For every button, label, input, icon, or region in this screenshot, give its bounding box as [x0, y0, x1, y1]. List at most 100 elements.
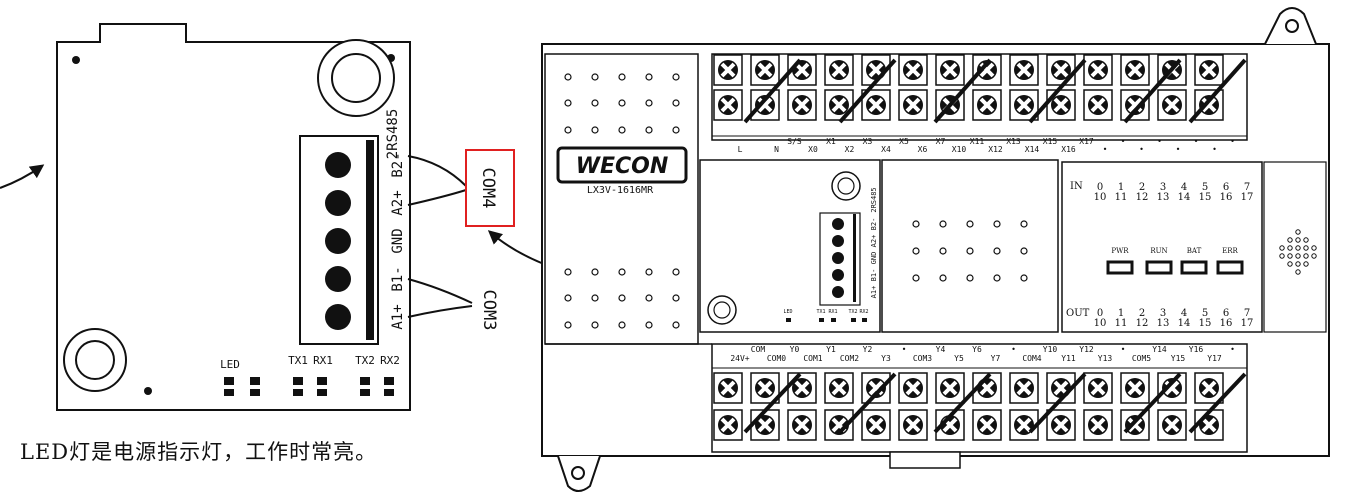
terminal-label-bottom: Y11 [1061, 354, 1076, 363]
terminal-screw-top [971, 53, 1003, 87]
terminal-label-top: • [1230, 137, 1235, 146]
terminal-screw-bottom [1082, 371, 1114, 405]
terminal-label-top: X12 [988, 145, 1003, 154]
status-label: PWR [1111, 247, 1129, 255]
speaker-grille [1279, 229, 1317, 275]
com3-label: COM3 [479, 290, 499, 331]
brand-name: WECON [576, 154, 669, 179]
io-number: 1 [1118, 308, 1124, 319]
terminal-screw-top [786, 88, 818, 122]
terminal-label-bottom: COM5 [1132, 354, 1151, 363]
terminal-label-top: X4 [881, 145, 891, 154]
io-number: 11 [1115, 318, 1128, 329]
io-number: 7 [1244, 182, 1250, 193]
io-number: 13 [1157, 192, 1170, 203]
terminal-screw-top [1045, 53, 1077, 87]
terminal-label-top: X16 [1061, 145, 1076, 154]
small-terminal-a2: A2+ [870, 235, 878, 248]
io-number: 12 [1136, 318, 1149, 329]
terminal-screw-top [971, 88, 1003, 122]
terminal-label-a1: A1+ [390, 304, 406, 329]
small-indicator-tx2: TX2 [848, 309, 857, 315]
status-label: ERR [1222, 247, 1238, 255]
io-number: 3 [1160, 182, 1166, 193]
terminal-screw-bottom [897, 371, 929, 405]
status-lamps [1106, 260, 1244, 275]
terminal-screw-top [1193, 88, 1225, 122]
terminal-screw-bottom [712, 371, 744, 405]
terminal-screw-bottom [712, 408, 744, 442]
mount-ear-hole [571, 466, 585, 480]
terminal-screw-bottom [1193, 371, 1225, 405]
small-terminal-a1: A1+ [870, 286, 878, 299]
terminal-label-top: X2 [845, 145, 855, 154]
terminal-label-a2: A2+ [390, 190, 406, 215]
terminal-label-bottom: • [902, 345, 907, 354]
small-indicator-rx1: RX1 [828, 309, 837, 315]
in-label: IN [1070, 181, 1083, 192]
terminal-label-top: L [738, 145, 743, 154]
terminal-label-bottom: COM2 [840, 354, 859, 363]
terminal-label-bottom: COM1 [803, 354, 822, 363]
io-number: 2 [1139, 308, 1145, 319]
io-number: 6 [1223, 182, 1229, 193]
io-number: 6 [1223, 308, 1229, 319]
io-number: 10 [1094, 192, 1107, 203]
status-label: BAT [1187, 247, 1202, 255]
io-number: 15 [1199, 318, 1212, 329]
small-terminal-gnd: GND [870, 252, 878, 265]
terminal-label-bottom: Y6 [972, 345, 982, 354]
terminal-screw-top [1119, 53, 1151, 87]
terminal-label-top: X10 [952, 145, 967, 154]
com4-label: COM4 [478, 168, 498, 209]
terminal-label-bottom: Y7 [991, 354, 1001, 363]
io-number: 0 [1097, 182, 1103, 193]
terminal-screw [325, 152, 351, 178]
io-number: 14 [1178, 318, 1191, 329]
terminal-label-bottom: COM4 [1022, 354, 1041, 363]
terminal-screw-top [897, 88, 929, 122]
terminal-screw-top [934, 53, 966, 87]
terminal-label-top: • [1103, 145, 1108, 154]
terminal-screw-bottom [1008, 371, 1040, 405]
terminal-screw-bottom [786, 408, 818, 442]
terminal-screw-bottom [1119, 408, 1151, 442]
pointer-arrow [0, 164, 45, 189]
io-number: 15 [1199, 192, 1212, 203]
terminal-label-bottom: • [1011, 345, 1016, 354]
io-indicator-panel [1061, 161, 1263, 333]
small-ports-title: 2RS485 [870, 187, 878, 212]
terminal-screw-top [712, 53, 744, 87]
terminal-screw-bottom [749, 408, 781, 442]
terminal-label-bottom: • [1121, 345, 1126, 354]
terminal-label-top: X11 [970, 137, 985, 146]
terminal-label-bottom: Y17 [1207, 354, 1222, 363]
terminal-label-top: • [1212, 145, 1217, 154]
terminal-label-top: • [1139, 145, 1144, 154]
io-number: 17 [1241, 192, 1254, 203]
terminal-screw [325, 304, 351, 330]
terminal-label-bottom: Y15 [1171, 354, 1186, 363]
terminal-label-top: X3 [863, 137, 873, 146]
brand-logo [556, 146, 688, 184]
vent-holes [564, 73, 680, 329]
terminal-label-top: N [774, 145, 779, 154]
terminal-screw-bottom [897, 408, 929, 442]
terminal-label-top: X6 [918, 145, 928, 154]
indicator-label-rx1: RX1 [313, 354, 333, 367]
terminal-screw-bottom [860, 408, 892, 442]
io-number: 2 [1139, 182, 1145, 193]
bottom-terminal-wires [743, 372, 1247, 434]
mount-dot [144, 387, 152, 395]
terminal-screw [325, 266, 351, 292]
small-indicator-tx1: TX1 [816, 309, 825, 315]
io-number: 3 [1160, 308, 1166, 319]
io-number: 4 [1181, 182, 1187, 193]
indicator-label-led: LED [220, 358, 240, 371]
terminal-screw-bottom [1008, 408, 1040, 442]
terminal-screw-top [712, 88, 744, 122]
expansion-module-closeup: 2RS485 B2- A2+ GND B1- A1+ LED TX1 RX1 T… [0, 23, 411, 411]
io-number: 13 [1157, 318, 1170, 329]
terminal-label-top: X14 [1025, 145, 1040, 154]
com-wires [407, 155, 473, 318]
